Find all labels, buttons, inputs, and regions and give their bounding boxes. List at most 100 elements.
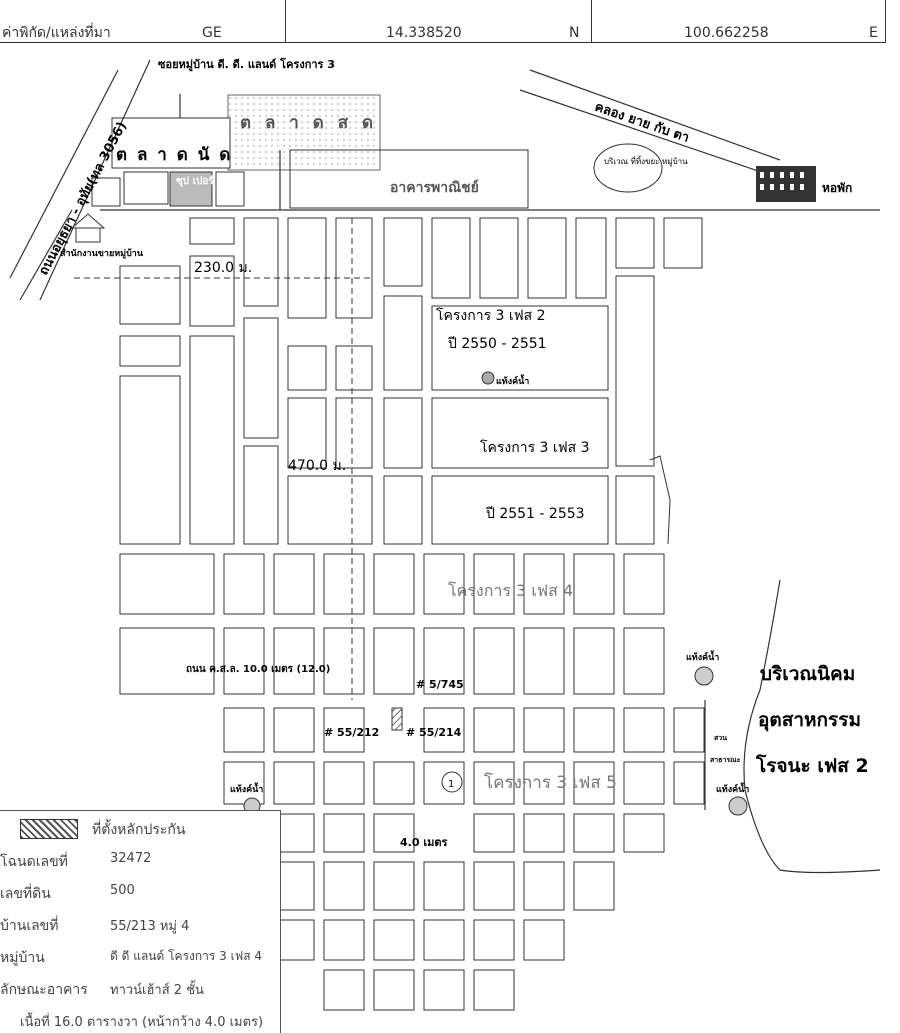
dorm-label: หอพัก [822, 181, 852, 195]
market-block-left [111, 117, 231, 169]
block [473, 919, 515, 961]
block [431, 217, 471, 299]
phase5-number: 1 [448, 779, 454, 790]
park-label-2: สาธารณะ [710, 756, 741, 764]
block [323, 861, 365, 911]
phase2-label: โครงการ 3 เฟส 2 [436, 307, 546, 324]
block [673, 761, 705, 805]
block [473, 761, 515, 805]
park-label-1: สวน [714, 734, 727, 742]
block [119, 335, 181, 367]
phase3-year: ปี 2551 - 2553 [486, 506, 585, 522]
block [573, 813, 615, 853]
deed-label: โฉนดเลขที่ [0, 854, 68, 870]
block [473, 707, 515, 753]
block [273, 761, 315, 805]
block [323, 707, 365, 753]
block [423, 969, 465, 1011]
block [323, 969, 365, 1011]
block [623, 627, 665, 695]
block [423, 861, 465, 911]
block [243, 317, 279, 439]
block [373, 813, 415, 853]
soi-village-label: ซอยหมู่บ้าน ดี. ดี. แลนด์ โครงการ 3 [158, 57, 335, 72]
block [243, 217, 279, 307]
commercial-block [289, 149, 529, 209]
water-tank-label-2: แท้งค์น้ำ [686, 650, 719, 663]
sales-office-label: สำนักงานขายหมู่บ้าน [60, 248, 144, 259]
house-5-745-label: # 5/745 [416, 678, 464, 691]
block [523, 761, 565, 805]
block [335, 217, 373, 319]
block [623, 761, 665, 805]
block [287, 217, 327, 319]
block [573, 707, 615, 753]
header-cell-lon: 100.662258 E [592, 0, 886, 43]
shop-7eleven-2 [215, 171, 245, 207]
location-map: ซอยหมู่บ้าน ดี. ดี. แลนด์ โครงการ 3 ต ล … [0, 44, 900, 1032]
block [523, 627, 565, 695]
road-4m-label: 4.0 เมตร [400, 836, 447, 849]
block [615, 275, 655, 467]
longitude-dir: E [869, 25, 878, 41]
block [623, 707, 665, 753]
block [523, 813, 565, 853]
land-number-label: เลขที่ดิน [0, 886, 51, 902]
village-label: หมู่บ้าน [0, 950, 45, 966]
deed-value: 32472 [110, 851, 152, 866]
building-type-label: ลักษณะอาคาร [0, 982, 88, 998]
source-value: GE [202, 25, 222, 41]
block [431, 305, 609, 391]
block [523, 861, 565, 911]
block [573, 553, 615, 615]
header-cell-source: ค่าพิกัด/แหล่งที่มา GE [0, 0, 286, 43]
block [523, 553, 565, 615]
water-tank-label: แท้งค์น้ำ [496, 374, 529, 387]
block [189, 217, 235, 245]
block [623, 553, 665, 615]
shop-super [169, 171, 213, 207]
block [623, 813, 665, 853]
block [335, 397, 373, 469]
building-type-value: ทาวน์เฮ้าส์ 2 ชั้น [110, 983, 204, 998]
block [373, 553, 415, 615]
block [383, 295, 423, 391]
block [431, 475, 609, 545]
block [383, 217, 423, 287]
block [473, 627, 515, 695]
industrial-line-1: บริเวณนิคม [760, 663, 855, 685]
block [223, 627, 265, 695]
market-left-label: ต ล า ด นั ด [116, 145, 232, 165]
area-text: เนื้อที่ 16.0 ตารางวา (หน้ากว้าง 4.0 เมต… [20, 1015, 264, 1030]
blocks-layer [91, 94, 705, 1011]
road-width-label: ถนน ค.ส.ล. 10.0 เมตร (12.0) [186, 664, 330, 675]
header-cell-lat: 14.338520 N [286, 0, 592, 43]
legend-swatch [20, 819, 78, 839]
block [223, 707, 265, 753]
coordinate-header: ค่าพิกัด/แหล่งที่มา GE 14.338520 N 100.6… [0, 0, 900, 44]
block [431, 397, 609, 469]
block [273, 707, 315, 753]
phase4-label: โครงการ 3 เฟส 4 [448, 581, 573, 600]
water-tank-label-3: แท้งค์น้ำ [230, 782, 263, 795]
block [323, 919, 365, 961]
distance-470-label: 470.0 ม. [288, 458, 346, 474]
block [335, 345, 373, 391]
block [119, 627, 215, 695]
house-55-214-label: # 55/214 [406, 726, 462, 739]
curved-road [649, 455, 671, 545]
industrial-line-2: อุตสาหกรรม [758, 709, 861, 732]
shop-logo-2 [123, 171, 169, 205]
shop-7eleven-1 [91, 177, 121, 207]
legend-label: ที่ตั้งหลักประกัน [92, 822, 186, 838]
block [673, 707, 705, 753]
block [575, 217, 607, 299]
block [663, 217, 703, 269]
latitude-value: 14.338520 [386, 25, 462, 41]
garbage-area-icon [593, 143, 663, 193]
block [287, 475, 373, 545]
block [373, 861, 415, 911]
block [473, 813, 515, 853]
collateral-marker [391, 707, 403, 731]
land-number-value: 500 [110, 883, 135, 898]
